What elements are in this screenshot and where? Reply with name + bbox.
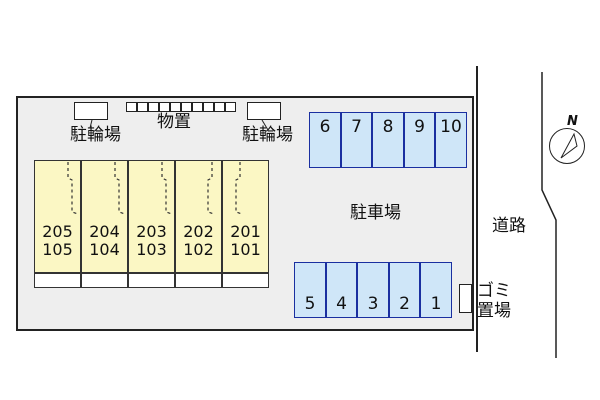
unit-upper-number: 204 — [89, 222, 120, 241]
storage-unit — [203, 102, 214, 112]
road-edge-right — [541, 72, 557, 358]
parking-space-7: 7 — [341, 112, 372, 168]
unit-lower-number: 102 — [183, 240, 214, 259]
bike-shelter-right — [247, 102, 281, 120]
compass — [549, 128, 585, 164]
unit-lower-number: 104 — [89, 240, 120, 259]
parking-space-10: 10 — [435, 112, 467, 168]
balcony-strip — [128, 273, 175, 288]
storage-unit — [225, 102, 236, 112]
storage-unit — [192, 102, 203, 112]
storage-unit — [170, 102, 181, 112]
road-label: 道路 — [492, 216, 526, 236]
building-unit: 201 101 — [222, 160, 269, 273]
building-unit: 203 103 — [128, 160, 175, 273]
storage-unit — [181, 102, 192, 112]
balcony-strip — [34, 273, 81, 288]
unit-upper-number: 203 — [136, 222, 167, 241]
bike-parking-right-label: 駐輪場 — [242, 125, 293, 145]
parking-space-6: 6 — [309, 112, 341, 168]
north-label: N — [567, 114, 578, 129]
balcony-strip — [81, 273, 128, 288]
storage-unit — [159, 102, 170, 112]
balcony-strip — [175, 273, 222, 288]
garbage-label-line1: ゴミ — [477, 281, 511, 301]
parking-space-5: 5 — [294, 262, 326, 318]
storage-unit — [214, 102, 225, 112]
unit-upper-number: 202 — [183, 222, 214, 241]
building-unit: 204 104 — [81, 160, 128, 273]
road-edge-left — [476, 66, 478, 352]
unit-upper-number: 201 — [230, 222, 261, 241]
balcony-strip — [222, 273, 269, 288]
parking-space-3: 3 — [357, 262, 389, 318]
building-unit: 205 105 — [34, 160, 81, 273]
unit-upper-number: 205 — [42, 222, 73, 241]
unit-lower-number: 101 — [230, 240, 261, 259]
parking-space-1: 1 — [420, 262, 452, 318]
parking-space-9: 9 — [404, 112, 435, 168]
bike-shelter-left — [74, 102, 108, 120]
north-arrow-icon — [560, 132, 578, 159]
storage-unit — [137, 102, 148, 112]
parking-space-2: 2 — [389, 262, 420, 318]
storage-unit — [148, 102, 159, 112]
bike-parking-left-label: 駐輪場 — [70, 125, 121, 145]
parking-space-4: 4 — [326, 262, 357, 318]
storage-unit — [126, 102, 137, 112]
garbage-label-line2: 置場 — [477, 301, 511, 321]
parking-space-8: 8 — [372, 112, 404, 168]
unit-lower-number: 105 — [42, 240, 73, 259]
car-parking-label: 駐車場 — [350, 203, 401, 223]
unit-lower-number: 103 — [136, 240, 167, 259]
building-unit: 202 102 — [175, 160, 222, 273]
storage-label: 物置 — [157, 112, 191, 132]
garbage-box — [459, 284, 472, 313]
